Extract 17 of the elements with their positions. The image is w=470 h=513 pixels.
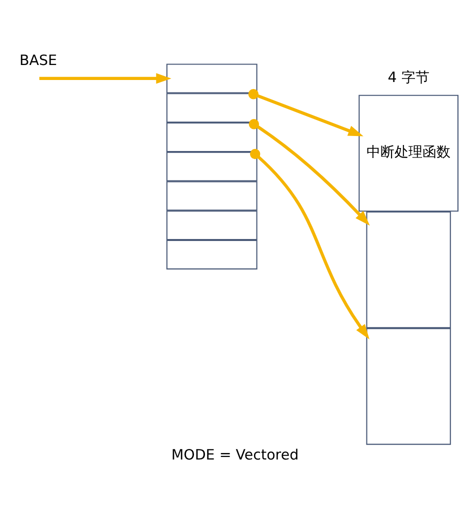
node-box: [166, 240, 258, 270]
node-box: [366, 211, 451, 328]
node-box: [166, 181, 258, 211]
arrow: [39, 73, 172, 84]
node-box: [166, 210, 258, 240]
label: BASE: [20, 52, 58, 69]
caption: MODE = Vectored: [171, 447, 299, 464]
arrow: [250, 148, 370, 340]
node-box: [166, 64, 258, 94]
node-box: 中断处理函数: [358, 94, 458, 212]
label: 4 字节: [388, 70, 430, 86]
arrow: [248, 119, 370, 226]
node-box: [166, 93, 258, 123]
arrow: [248, 88, 364, 136]
node-box: [166, 122, 258, 152]
node-box: [366, 328, 451, 445]
node-box: [166, 152, 258, 182]
